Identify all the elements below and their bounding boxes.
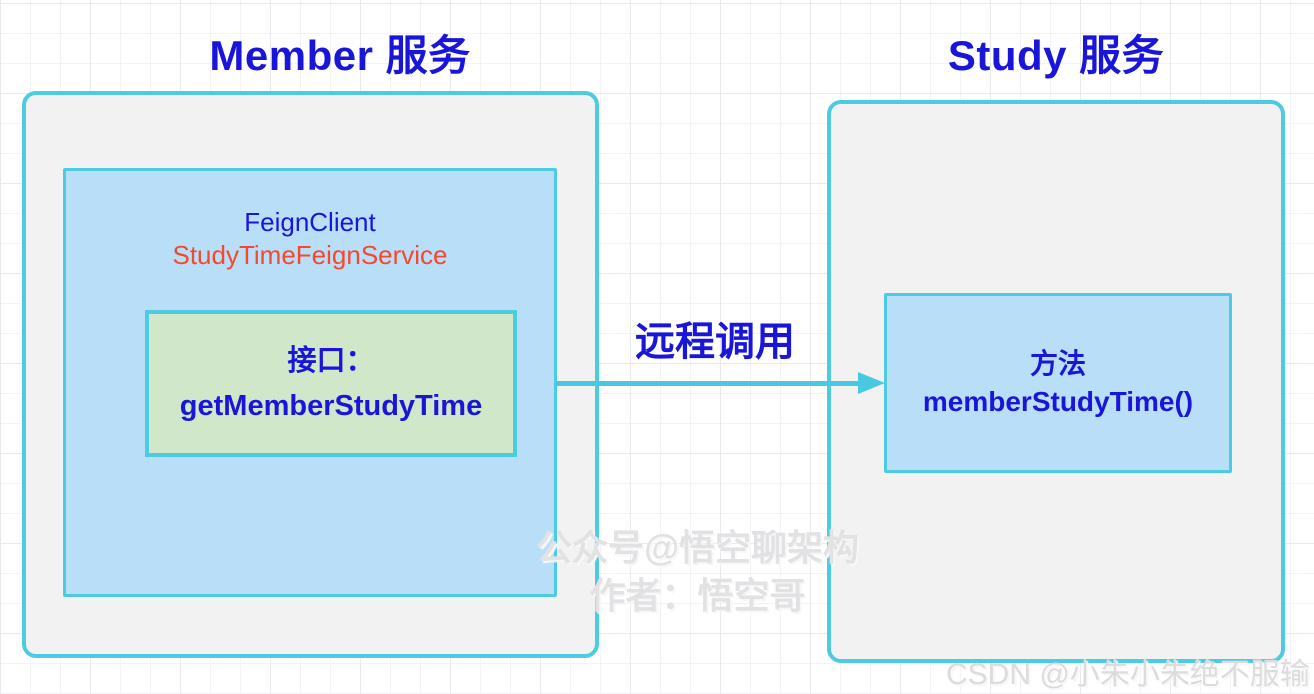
interface-box: 接口： getMemberStudyTime: [145, 310, 517, 457]
rpc-arrow-line: [555, 381, 858, 386]
feign-client-label: FeignClient: [244, 207, 376, 237]
interface-label: 接口：: [287, 344, 375, 377]
method-name: memberStudyTime(): [922, 386, 1194, 417]
rpc-call-label: 远程调用: [635, 320, 795, 364]
rpc-arrow-head-icon: [858, 372, 885, 394]
watermark-author-line: 作者：悟空哥: [589, 575, 806, 616]
feign-client-labels: FeignClient StudyTimeFeignService: [63, 206, 557, 272]
watermark-wechat-line: 公众号@悟空聊架构: [535, 527, 860, 568]
watermark-wechat-author: 公众号@悟空聊架构 作者：悟空哥: [500, 524, 895, 620]
study-service-title: Study 服务: [947, 32, 1165, 79]
member-service-title: Member 服务: [209, 32, 471, 79]
feign-service-name: StudyTimeFeignService: [172, 240, 448, 270]
watermark-csdn: CSDN @小朱小朱绝不服输: [946, 658, 1310, 691]
interface-method-name: getMemberStudyTime: [179, 389, 483, 422]
method-box: 方法 memberStudyTime(): [884, 293, 1232, 473]
method-label: 方法: [1029, 348, 1086, 379]
